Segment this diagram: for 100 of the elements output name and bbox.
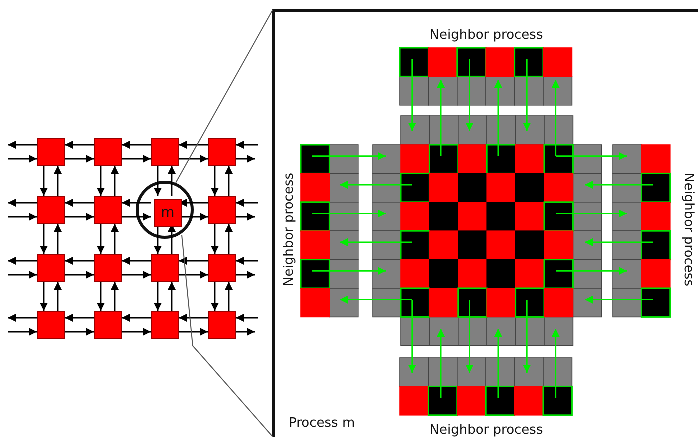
arrow (54, 166, 62, 196)
arrow (236, 213, 255, 221)
process-box (151, 254, 179, 282)
arrow (54, 224, 62, 254)
arrow (168, 282, 176, 311)
arrow (211, 224, 219, 254)
process-box (94, 254, 122, 282)
arrow (154, 166, 162, 196)
arrow (97, 282, 105, 311)
arrow (65, 199, 94, 207)
arrow (211, 282, 219, 311)
arrow (494, 80, 502, 156)
arrow (236, 314, 258, 322)
arrow (585, 296, 653, 304)
arrow (40, 224, 48, 254)
arrow (236, 199, 258, 207)
arrow (552, 329, 560, 398)
arrow (40, 166, 48, 196)
arrow (154, 224, 162, 254)
arrow (523, 59, 532, 131)
arrow (437, 80, 446, 156)
arrow (236, 141, 258, 149)
arrow (236, 271, 255, 279)
arrow (8, 155, 37, 163)
arrow (556, 267, 627, 276)
arrow (236, 328, 255, 336)
arrow (211, 166, 219, 196)
arrow (168, 166, 176, 196)
arrow (65, 271, 94, 279)
arrow (54, 282, 62, 311)
arrow (340, 181, 412, 190)
arrow (8, 328, 37, 336)
arrow (340, 296, 412, 304)
arrow (437, 329, 446, 398)
arrow (236, 257, 258, 265)
arrow (179, 328, 208, 336)
arrow (8, 199, 37, 207)
arrow (225, 282, 233, 311)
arrow (122, 257, 151, 265)
panel-label: Process m (289, 417, 356, 430)
arrow (111, 282, 119, 311)
arrow (225, 224, 233, 254)
arrow (179, 155, 208, 163)
process-box (94, 138, 122, 166)
arrow (225, 166, 233, 196)
arrow (179, 141, 208, 149)
arrow (585, 238, 653, 246)
process-box (208, 311, 236, 339)
arrow (154, 282, 162, 311)
arrow (556, 152, 627, 160)
arrow (65, 141, 94, 149)
arrow (179, 199, 208, 207)
arrow (585, 181, 653, 190)
arrow (556, 210, 627, 218)
arrow (236, 155, 255, 163)
arrow (65, 155, 94, 163)
panel-label: Neighbor process (428, 424, 544, 437)
arrow (466, 59, 474, 131)
process-box (151, 138, 179, 166)
arrow (122, 199, 151, 207)
arrow (466, 300, 474, 373)
arrow (168, 224, 176, 254)
arrow (122, 271, 151, 279)
arrow (122, 155, 151, 163)
arrow (122, 328, 151, 336)
arrow (65, 328, 94, 336)
arrow (8, 257, 37, 265)
arrow (494, 329, 502, 398)
arrow (111, 224, 119, 254)
arrow (523, 300, 532, 373)
arrow (8, 213, 37, 221)
arrow (179, 271, 208, 279)
arrow (312, 210, 386, 218)
arrow (65, 213, 94, 221)
arrow (122, 314, 151, 322)
process-box (37, 138, 65, 166)
process-box (151, 311, 179, 339)
arrow (65, 314, 94, 322)
arrow (312, 267, 386, 276)
process-box (37, 254, 65, 282)
process-box (208, 138, 236, 166)
arrow (552, 80, 560, 156)
arrow (97, 166, 105, 196)
panel-label: Neighbor process (682, 173, 695, 286)
process-box (208, 254, 236, 282)
arrow (122, 213, 151, 221)
zoom-frame (272, 9, 698, 437)
arrow (408, 300, 416, 373)
arrow (8, 314, 37, 322)
arrow (312, 152, 386, 160)
process-box (94, 311, 122, 339)
arrow (340, 238, 412, 246)
panel-label: Neighbor process (428, 29, 544, 42)
arrow (179, 213, 208, 221)
process-box (94, 196, 122, 224)
panel-label: Neighbor process (283, 173, 296, 286)
arrow (179, 257, 208, 265)
arrow (40, 282, 48, 311)
process-box (37, 311, 65, 339)
arrow (111, 166, 119, 196)
